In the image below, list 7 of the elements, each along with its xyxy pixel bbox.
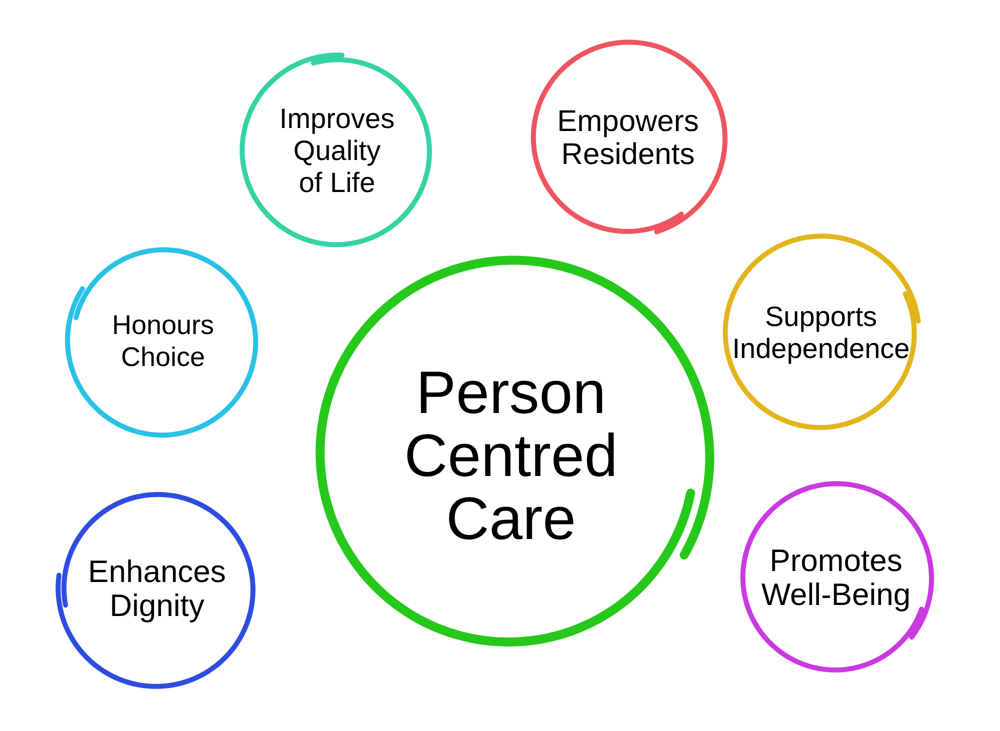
node-label: Promotes Well-Being: [760, 544, 912, 612]
node-label: Supports Independence: [731, 301, 911, 365]
node-label: Honours Choice: [110, 309, 216, 373]
node-label: Improves Quality of Life: [278, 103, 396, 199]
node-label: Person Centred Care: [403, 360, 619, 550]
node-label: Enhances Dignity: [87, 555, 227, 623]
node-label: Empowers Residents: [556, 105, 700, 171]
